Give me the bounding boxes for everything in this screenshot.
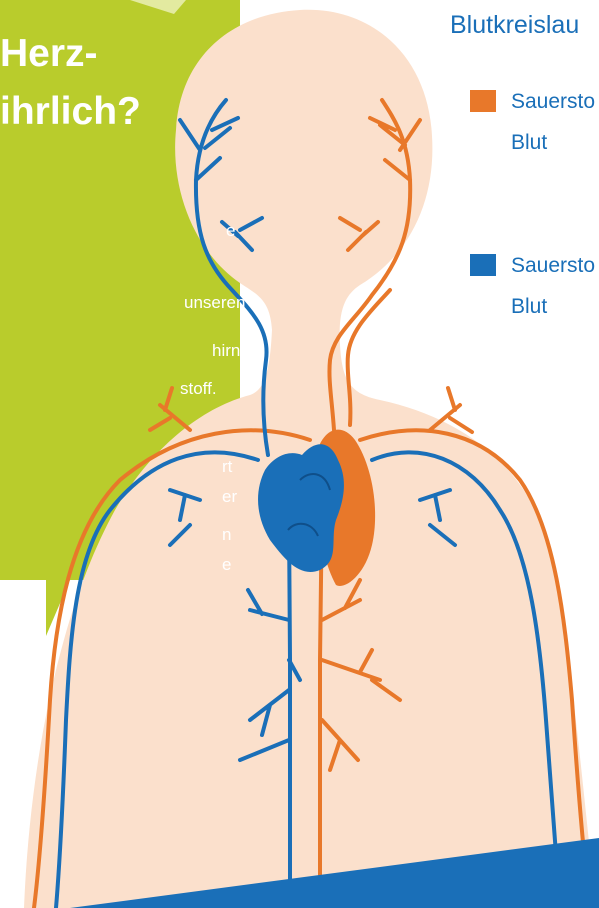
legend-title: Blutkreislau xyxy=(450,11,579,40)
legend-swatch-blue xyxy=(470,254,496,276)
info-box-heading-line-1: Herz- xyxy=(0,34,98,73)
info-box-body-line: e xyxy=(226,222,235,239)
legend-swatch-orange xyxy=(470,90,496,112)
info-box-body-line: stoff. xyxy=(180,380,217,397)
info-box-body-line: er xyxy=(222,488,237,505)
info-box-body-line: e xyxy=(222,556,231,573)
info-box-heading-line-2: ihrlich? xyxy=(0,92,141,131)
info-box-body-line: n xyxy=(222,526,231,543)
legend-label-line-1: Sauersto xyxy=(511,91,595,112)
legend-label-line-1: Sauersto xyxy=(511,255,595,276)
info-box-body-line: rt xyxy=(222,458,232,475)
legend-label-line-2: Blut xyxy=(511,296,547,317)
legend-label-line-2: Blut xyxy=(511,132,547,153)
info-box-body-line: unseren xyxy=(184,294,245,311)
info-box-body-line: hirn xyxy=(212,342,240,359)
